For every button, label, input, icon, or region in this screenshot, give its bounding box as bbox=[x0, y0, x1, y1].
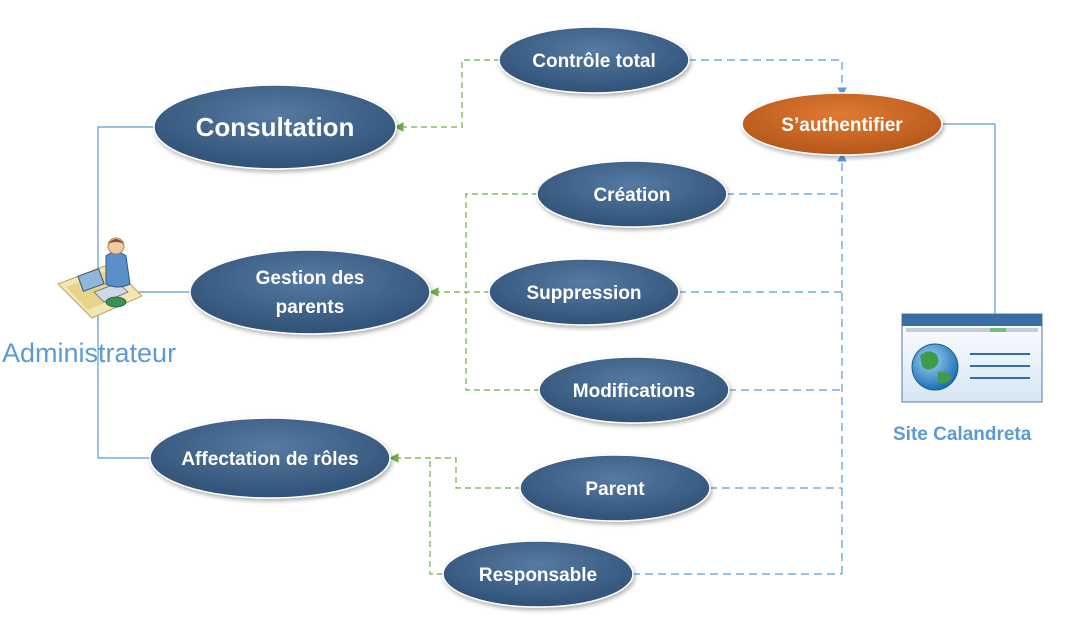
use-case-suppression[interactable]: Suppression bbox=[488, 258, 680, 326]
extend-creation-gestion bbox=[465, 193, 538, 292]
use-case-label: Modifications bbox=[573, 381, 695, 402]
use-case-label: Contrôle total bbox=[532, 51, 656, 72]
actor-site-calandreta-label: Site Calandreta bbox=[893, 424, 1032, 445]
include-controle-authentifier bbox=[688, 59, 847, 97]
use-case-creation[interactable]: Création bbox=[536, 160, 728, 228]
use-case-label: parents bbox=[276, 297, 345, 318]
admin-associations bbox=[97, 123, 996, 459]
use-case-label: Consultation bbox=[196, 112, 355, 142]
extend-arrows bbox=[389, 59, 540, 575]
use-case-label: Affectation de rôles bbox=[181, 449, 358, 470]
use-case-label: S’authentifier bbox=[781, 115, 903, 136]
use-case-authentifier[interactable]: S’authentifier bbox=[741, 92, 943, 156]
use-case-label: Gestion des bbox=[256, 268, 365, 289]
use-case-modifications[interactable]: Modifications bbox=[538, 356, 730, 424]
actor-administrateur-label: Administrateur bbox=[2, 338, 177, 368]
use-case-parent[interactable]: Parent bbox=[519, 454, 711, 522]
use-case-label: Création bbox=[593, 185, 670, 206]
website-globe-icon bbox=[901, 313, 1043, 403]
extend-responsable-affectation bbox=[429, 458, 443, 575]
use-case-label: Responsable bbox=[479, 565, 597, 586]
use-case-consultation[interactable]: Consultation bbox=[153, 84, 397, 170]
use-case-affectation-roles[interactable]: Affectation de rôles bbox=[149, 417, 391, 499]
extend-parent-affectation bbox=[389, 453, 521, 489]
use-case-controle-total[interactable]: Contrôle total bbox=[498, 26, 690, 94]
use-case-label: Parent bbox=[585, 479, 645, 500]
extend-controle-consultation bbox=[394, 59, 500, 132]
association-admin-affectation bbox=[97, 300, 152, 459]
association-admin-consultation bbox=[97, 126, 155, 300]
extend-modifications-gestion bbox=[465, 292, 540, 391]
use-case-label: Suppression bbox=[526, 283, 641, 304]
association-site-authentifier bbox=[940, 123, 996, 314]
use-case-gestion-parents[interactable]: Gestion des parents bbox=[189, 249, 431, 335]
administrator-workstation-icon bbox=[57, 237, 143, 319]
use-case-responsable[interactable]: Responsable bbox=[442, 540, 634, 608]
include-arrows bbox=[632, 59, 847, 575]
